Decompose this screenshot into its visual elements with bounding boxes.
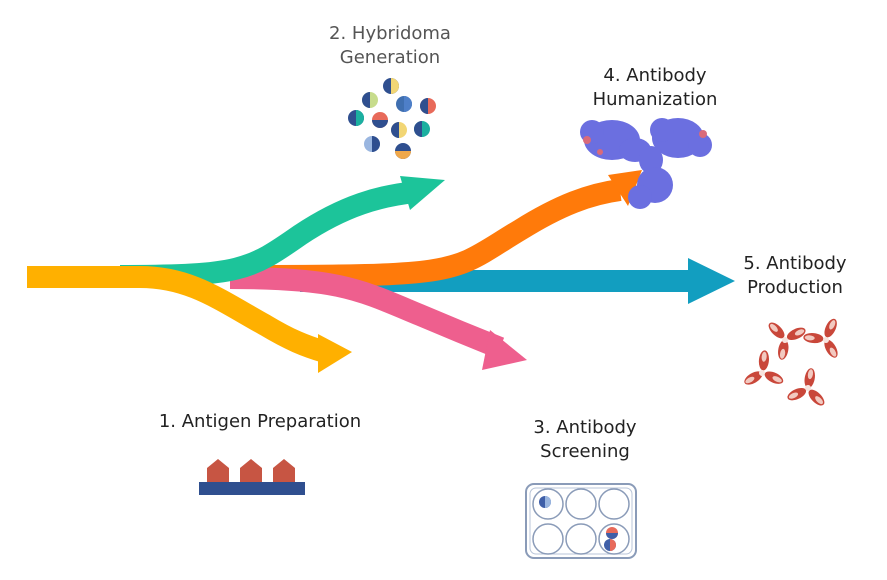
well-plate-icon (525, 483, 637, 559)
stream-4-arrow (249, 170, 642, 287)
antigen-membrane-icon (199, 459, 305, 495)
stage-5-label: 5. Antibody Production (743, 253, 847, 298)
antibody-molecules-icon (734, 314, 855, 410)
antibody-protein-icon (580, 118, 712, 209)
hybridoma-cells-icon (348, 78, 436, 159)
stream-2-arrow (119, 176, 445, 287)
stage-4-label: 4. Antibody Humanization (592, 65, 718, 110)
stream-3-arrow (229, 267, 527, 370)
stage-3-label: 3. Antibody Screening (533, 417, 637, 462)
stream-1-arrow (27, 266, 352, 373)
stage-2-label: 2. Hybridoma Generation (329, 23, 451, 68)
stage-1-label: 1. Antigen Preparation (158, 411, 362, 432)
